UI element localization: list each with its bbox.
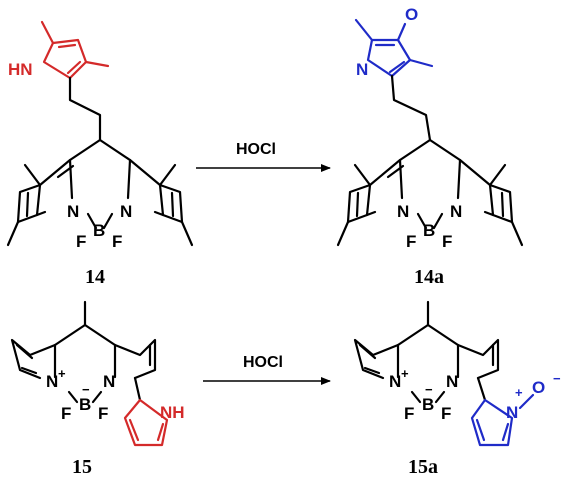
- nh-atom: NH: [160, 403, 185, 422]
- fluorine-left-product: F: [406, 232, 416, 251]
- label-14: 14: [85, 266, 105, 288]
- plus-charge-n-oxide: +: [515, 385, 523, 400]
- pyrrolone-substituent: O N: [354, 5, 434, 79]
- compound-15: N N B F F + − NH: [10, 300, 185, 447]
- nitrogen-right-15: N: [103, 372, 115, 391]
- nitrogen-left: N: [67, 202, 79, 221]
- pyrrole-substituent-15: NH: [123, 398, 185, 447]
- fluorine-right-product: F: [442, 232, 452, 251]
- label-15: 15: [72, 456, 92, 478]
- nitrogen-n-oxide: N: [506, 403, 518, 422]
- compound-14a: O N N N B F F: [336, 5, 524, 251]
- fluorine-right-15: F: [98, 404, 108, 423]
- oxygen-n-oxide: O: [532, 378, 545, 397]
- compound-14: HN N N B F F: [6, 20, 194, 251]
- pyrrole-n-oxide-substituent: N O + −: [470, 371, 561, 447]
- fluorine-left-15: F: [61, 404, 71, 423]
- minus-charge-15: −: [82, 382, 90, 397]
- nitrogen-right: N: [120, 202, 132, 221]
- compound-15a: N N B F F + − N O + −: [353, 300, 561, 447]
- boron-atom-product: B: [423, 221, 435, 240]
- fluorine-left-15a: F: [404, 404, 414, 423]
- label-14a: 14a: [414, 266, 444, 288]
- plus-charge-15: +: [58, 366, 66, 381]
- fluorine-left: F: [76, 232, 86, 251]
- label-15a: 15a: [408, 456, 438, 478]
- pyrrole-substituent: HN: [8, 20, 110, 80]
- fluorine-right-15a: F: [441, 404, 451, 423]
- boron-atom-15: B: [79, 395, 91, 414]
- hn-atom: HN: [8, 60, 33, 79]
- minus-charge-oxide: −: [553, 371, 561, 386]
- fluorine-right: F: [112, 232, 122, 251]
- nitrogen-pyrrolone: N: [356, 60, 368, 79]
- nitrogen-left-product: N: [397, 202, 409, 221]
- nitrogen-right-product: N: [450, 202, 462, 221]
- bodipy-core-product: N N B F F: [336, 138, 524, 251]
- bodipy-core: N N B F F: [6, 138, 194, 251]
- nitrogen-left-15a: N: [389, 372, 401, 391]
- nitrogen-left-15: N: [46, 372, 58, 391]
- oxygen-atom: O: [405, 5, 418, 24]
- boron-atom-15a: B: [422, 395, 434, 414]
- boron-atom: B: [93, 221, 105, 240]
- minus-charge-15a: −: [425, 382, 433, 397]
- reagent-hocl-1: HOCl: [236, 141, 276, 158]
- reagent-hocl-2: HOCl: [243, 354, 283, 371]
- plus-charge-15a: +: [401, 366, 409, 381]
- nitrogen-right-15a: N: [446, 372, 458, 391]
